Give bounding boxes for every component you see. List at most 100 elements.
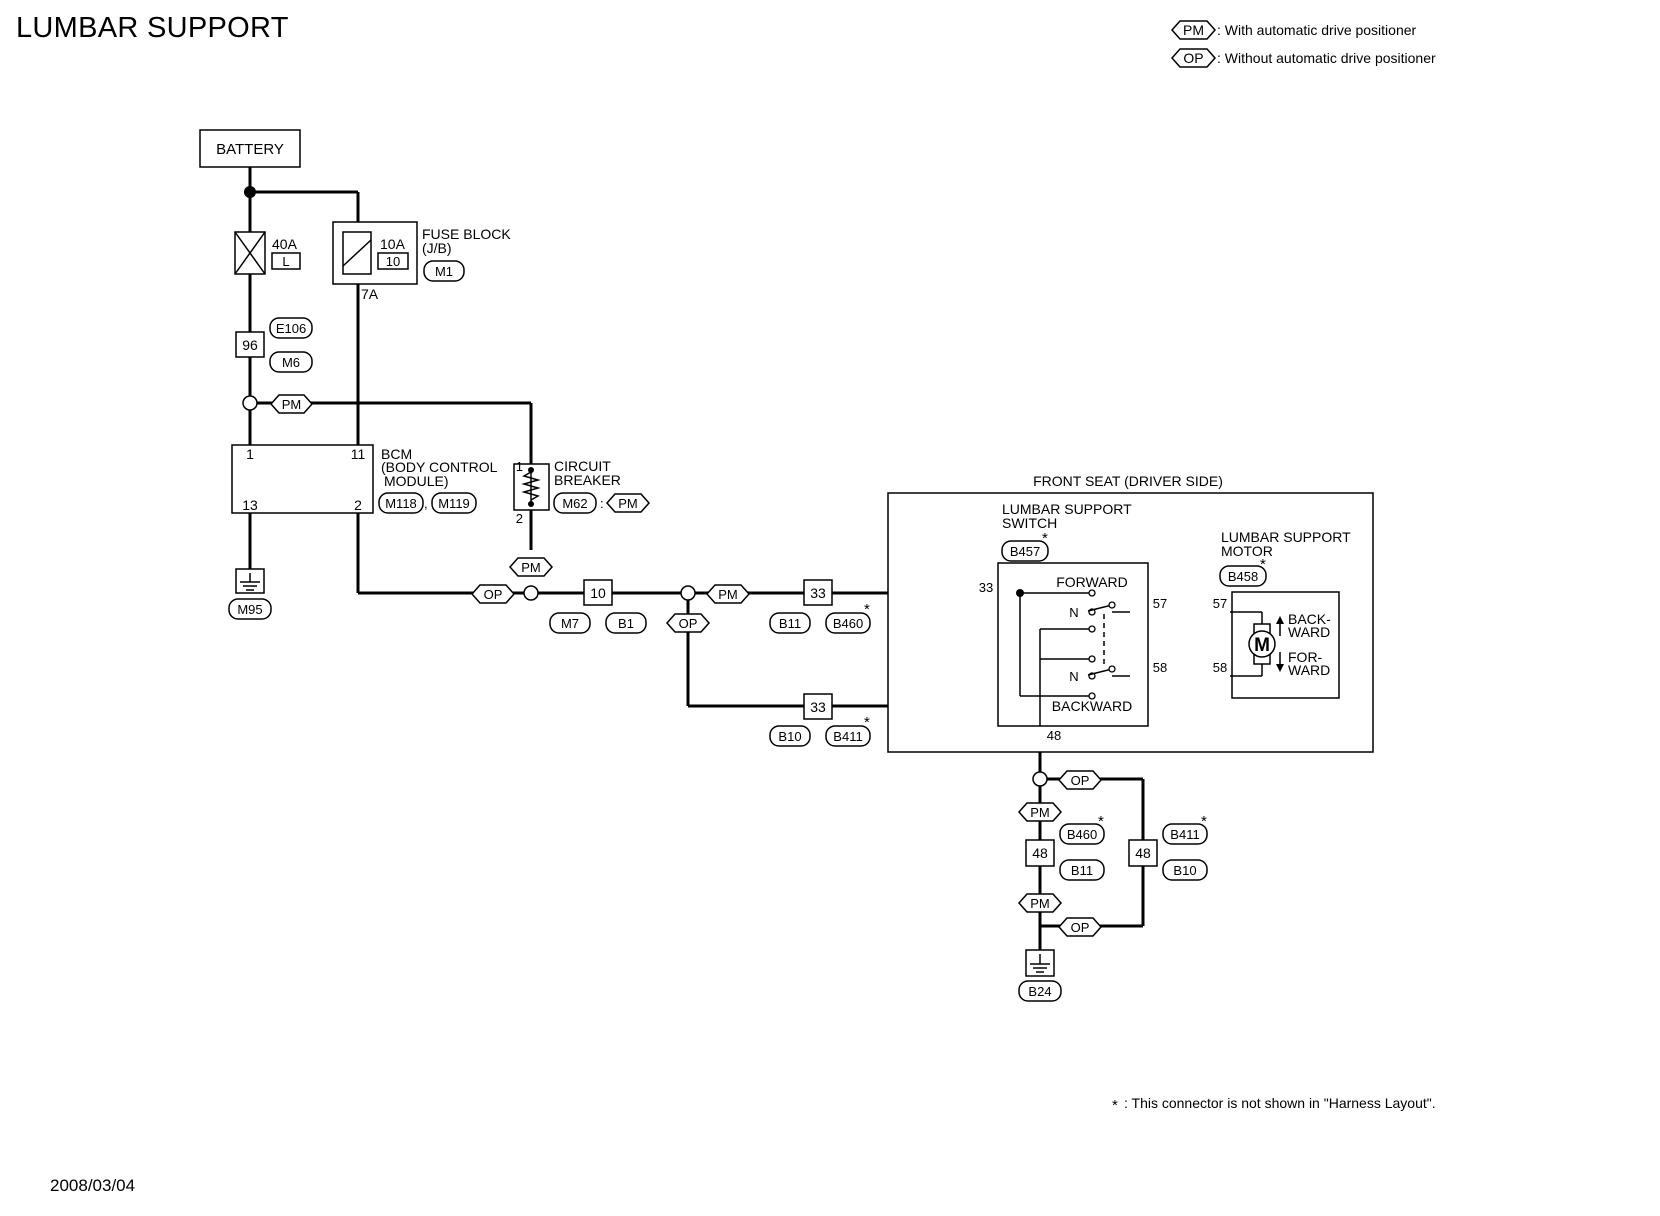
connector-m119-label: M119 — [438, 496, 470, 511]
lumbar-switch-icon — [1016, 589, 1130, 726]
motor-pin-57: 57 — [1213, 596, 1227, 611]
battery-box — [199, 129, 301, 168]
fuse-block-label: FUSE BLOCK — [422, 226, 511, 242]
op-tag-ground-bottom-text: OP — [1071, 920, 1090, 935]
pm-tag-cb-text: PM — [618, 496, 638, 511]
connector-b24-label: B24 — [1028, 984, 1051, 999]
connector-m62-label: M62 — [562, 496, 587, 511]
pm-tag-bcm-text: PM — [282, 397, 302, 412]
pm-tag-mid — [705, 584, 751, 604]
splice-battery — [244, 186, 256, 198]
bcm-pin-13: 13 — [242, 497, 258, 513]
connector-colon: : — [600, 496, 604, 511]
fuse-40a-code-box — [271, 252, 301, 270]
switch-pin-48: 48 — [1047, 728, 1061, 743]
switch-pin-58: 58 — [1153, 660, 1167, 675]
connector-m6 — [269, 351, 313, 373]
revision-date: 2008/03/04 — [50, 1176, 136, 1195]
connector-m6-label: M6 — [282, 355, 300, 370]
op-tag-left — [665, 613, 711, 633]
pm-tag-ground-top-text: PM — [1030, 805, 1050, 820]
fuse-40a-code: L — [282, 254, 289, 269]
connector-m1 — [423, 260, 465, 282]
motor-label: LUMBAR SUPPORT — [1221, 529, 1351, 545]
connector-b11-label: B11 — [779, 616, 801, 631]
connector-separator: , — [424, 496, 428, 511]
motor-forward-label: FOR- — [1288, 649, 1323, 665]
battery-label: BATTERY — [216, 141, 284, 158]
op-tag-ground-bottom — [1057, 917, 1103, 937]
legend-pm-text: : With automatic drive positioner — [1217, 22, 1417, 38]
switch-backward-label: BACKWARD — [1052, 698, 1132, 714]
connector-b411-ground-label: B411 — [1170, 827, 1199, 842]
connector-b10-ground — [1162, 859, 1208, 881]
pm-tag-bcm — [269, 394, 314, 414]
ground-b24-icon — [1025, 949, 1055, 977]
connector-b411-label: B411 — [833, 729, 862, 744]
pm-tag-ground-top — [1017, 802, 1063, 822]
connector-m118 — [378, 492, 424, 514]
connector-48-op-label: 48 — [1135, 845, 1151, 861]
connector-b11-ground-label: B11 — [1071, 863, 1093, 878]
fuse-40a-rating: 40A — [272, 236, 298, 252]
bcm-label-line2: (BODY CONTROL — [381, 459, 498, 475]
footnote-text: : This connector is not shown in "Harnes… — [1124, 1095, 1436, 1111]
pm-tag-cb-bottom — [508, 557, 554, 577]
connector-33-bottom-label: 33 — [810, 699, 826, 715]
fuse-10a-code: 10 — [386, 254, 400, 269]
junction-cb — [523, 585, 539, 601]
legend-op-tag — [1170, 48, 1217, 68]
star-b411: * — [864, 714, 870, 731]
connector-b460 — [825, 612, 871, 634]
switch-neutral-bottom: N — [1069, 669, 1078, 684]
op-tag-left-text: OP — [679, 616, 698, 631]
motor-label-line2: MOTOR — [1221, 543, 1273, 559]
connector-b411-ground — [1162, 823, 1208, 845]
lumbar-switch-box — [997, 562, 1149, 727]
switch-label-line2: SWITCH — [1002, 515, 1057, 531]
connector-e106-label: E106 — [276, 321, 306, 336]
ground-m95-icon — [235, 568, 265, 594]
connector-33-top-label: 33 — [810, 585, 826, 601]
motor-forward-label-line2: WARD — [1288, 662, 1330, 678]
fuse-block-pin-7a: 7A — [361, 286, 379, 302]
junction-ground — [1032, 771, 1048, 787]
motor-pin-58: 58 — [1213, 660, 1227, 675]
bcm-label-line3: MODULE) — [384, 473, 449, 489]
connector-33-bottom — [803, 693, 833, 720]
op-tag-ground-top — [1057, 770, 1103, 790]
junction-pm-bcm — [242, 395, 258, 411]
switch-neutral-top: N — [1069, 605, 1078, 620]
motor-backward-label-line2: WARD — [1288, 624, 1330, 640]
pm-tag-mid-text: PM — [718, 587, 738, 602]
page-title: LUMBAR SUPPORT — [16, 12, 289, 44]
op-tag-bcm-text: OP — [484, 587, 503, 602]
connector-b411 — [825, 725, 871, 747]
connector-10-label: 10 — [590, 585, 606, 601]
connector-m95-label: M95 — [237, 602, 262, 617]
switch-pin-33: 33 — [979, 580, 993, 595]
bcm-pin-1: 1 — [246, 446, 254, 462]
connector-b460-label: B460 — [833, 616, 863, 631]
pm-tag-cb-bottom-text: PM — [521, 560, 541, 575]
star-b411-ground: * — [1201, 813, 1207, 830]
bcm-box — [231, 444, 374, 514]
connector-96 — [235, 331, 265, 358]
bcm-pin-2: 2 — [354, 497, 362, 513]
connector-b10-ground-label: B10 — [1173, 863, 1196, 878]
legend: PM : With automatic drive positioner OP … — [1170, 20, 1436, 68]
legend-pm-tag — [1170, 20, 1217, 40]
connector-48-op — [1128, 839, 1158, 867]
connector-b1 — [605, 612, 647, 634]
connector-b10-label: B10 — [778, 729, 801, 744]
front-seat-label: FRONT SEAT (DRIVER SIDE) — [1033, 473, 1223, 489]
connector-m7-label: M7 — [561, 616, 579, 631]
connector-m62 — [553, 492, 597, 514]
connector-m1-label: M1 — [435, 264, 453, 279]
fuse-10a-rating: 10A — [380, 236, 406, 252]
connector-b457-label: B457 — [1010, 544, 1040, 559]
motor-m-symbol: M — [1254, 635, 1270, 656]
connector-b460-ground-label: B460 — [1067, 827, 1097, 842]
fuse-10a-code-box — [377, 252, 409, 270]
